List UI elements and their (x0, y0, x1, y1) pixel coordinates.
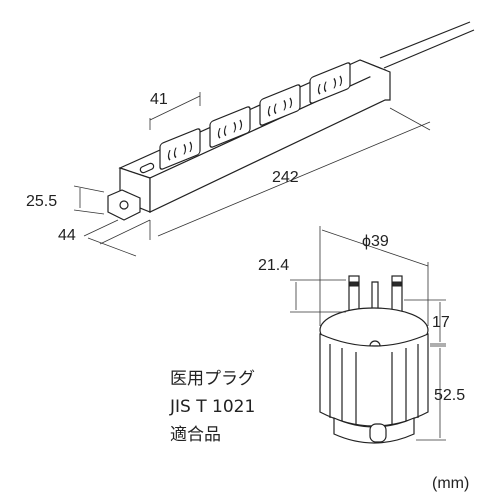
caption-line-2: JIS T 1021 (169, 397, 255, 417)
length-label: 242 (272, 169, 299, 186)
width-label: 44 (58, 227, 76, 244)
outlet-pitch-label: 41 (150, 91, 168, 108)
outlet-2 (209, 106, 251, 148)
unit-label: (mm) (432, 475, 469, 492)
caption-line-1: 医用プラグ (170, 369, 255, 389)
outlet-4 (309, 62, 351, 104)
outlet-3 (259, 84, 301, 126)
plug (319, 275, 429, 444)
outlet-1 (159, 128, 201, 170)
plug-dimension-lines (290, 226, 446, 441)
plug-diameter-label: ϕ39 (362, 233, 389, 250)
power-strip (107, 21, 475, 221)
strip-dimension-lines (73, 92, 431, 257)
prong-length-label: 21.4 (258, 257, 289, 274)
caption-line-3: 適合品 (170, 425, 221, 445)
body-height-label: 52.5 (434, 387, 465, 404)
cap-height-label: 17 (432, 314, 450, 331)
height-label: 25.5 (26, 193, 57, 210)
